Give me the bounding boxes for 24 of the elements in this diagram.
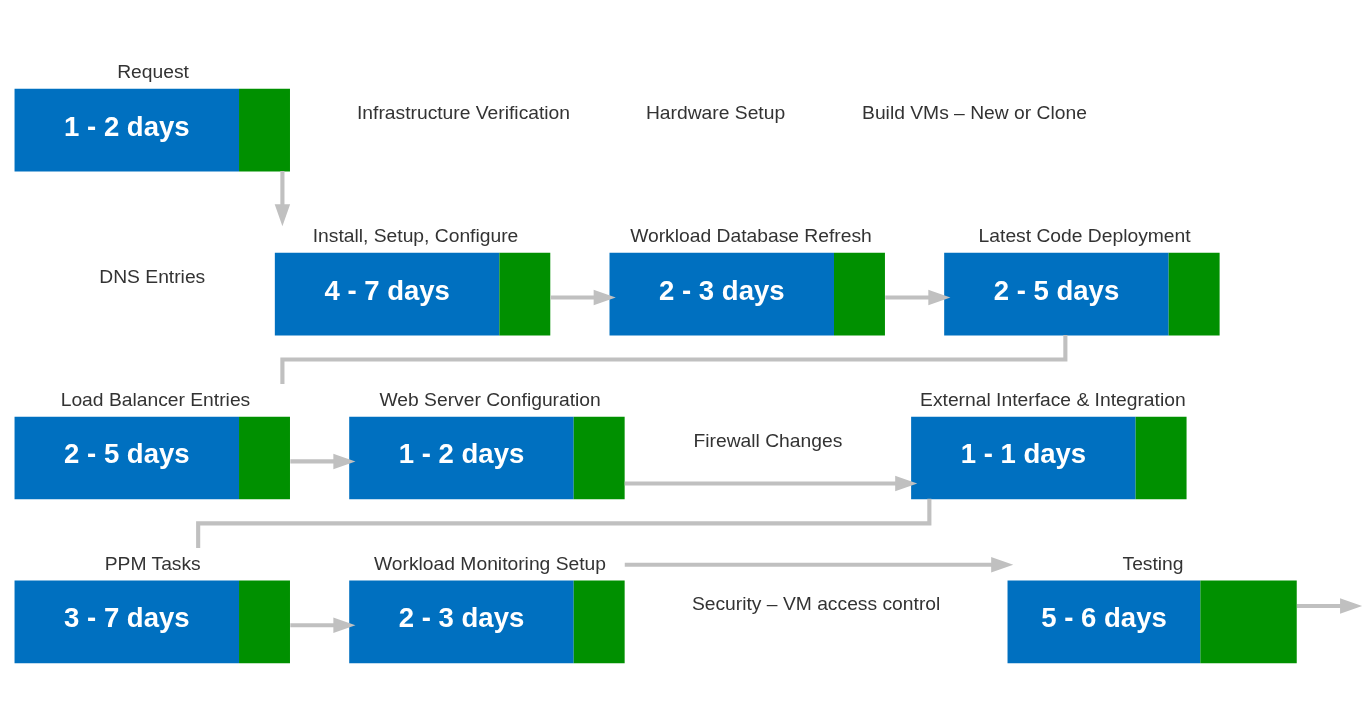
node-label: Testing	[1122, 552, 1184, 574]
arrow	[290, 617, 356, 633]
node-label: Load Balancer Entries	[60, 388, 251, 410]
node-label: Workload Monitoring Setup	[374, 552, 607, 574]
label: Infrastructure Verification	[356, 101, 571, 123]
label: Firewall Changes	[693, 429, 843, 451]
node-label: Request	[117, 60, 189, 82]
arrow	[1297, 597, 1363, 614]
node-label: External Interface & Integration	[920, 388, 1186, 410]
arrow	[624, 556, 1014, 572]
arrow	[885, 289, 951, 305]
arrow	[624, 475, 918, 491]
node-label: Install, Setup, Configure	[312, 224, 519, 246]
node-label: Web Server Configuration	[379, 388, 601, 410]
label: Hardware Setup	[645, 101, 786, 123]
label: Build VMs – New or Clone	[862, 101, 1087, 123]
arrow	[290, 453, 356, 469]
label: Security – VM access control	[691, 592, 941, 614]
arrow	[274, 170, 291, 226]
node-label: Workload Database Refresh	[630, 224, 872, 246]
label: DNS Entries	[99, 265, 206, 287]
arrow	[550, 289, 616, 305]
node-label: Latest Code Deployment	[978, 224, 1191, 246]
node-label: PPM Tasks	[104, 552, 201, 574]
